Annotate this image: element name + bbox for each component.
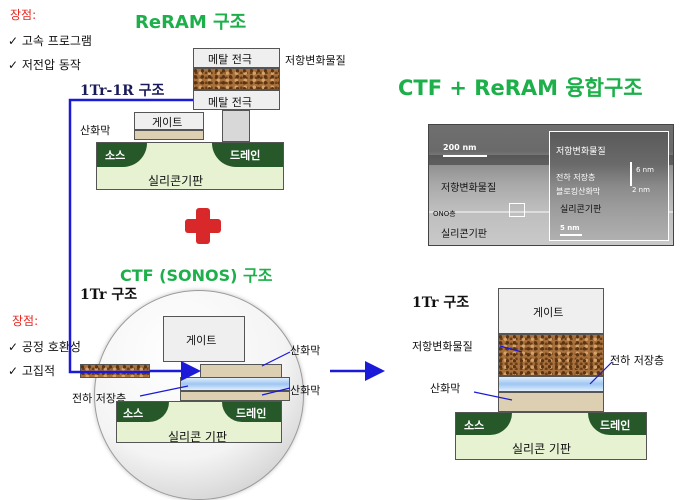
tem-label-resistive: 저항변화물질 [441,183,497,194]
advantages-title-bottom: 장점: [12,314,39,328]
tem-label-substrate: 실리콘기판 [441,229,487,240]
check-icon: ✓ [8,340,19,354]
check-icon: ✓ [8,58,19,72]
advantages-title-top: 장점: [10,8,37,22]
ctf-advantage-item-2: ✓ 고집적 [8,364,56,378]
ctf-advantage-item-1: ✓ 공정 호환성 [8,340,81,354]
advantage-item-2: ✓ 저전압 동작 [8,58,81,72]
fusion-oxide-label: 산화막 [430,382,461,395]
tem-label-ono: ONO층 [433,210,456,218]
fusion-source: 소스 [456,413,512,435]
fusion-title: CTF + ReRAM 융합구조 [398,76,643,100]
check-icon: ✓ [8,34,19,48]
ctf-structure-label: 1Tr 구조 [80,287,138,303]
tem-inset-resistive: 저항변화물질 [556,147,606,157]
fusion-oxide [498,392,604,412]
connector-path [68,98,193,374]
reram-substrate-label: 실리콘기판 [148,174,204,188]
fusion-gate-label: 게이트 [533,306,564,319]
tem-inset-charge: 전하 저장층 [556,173,596,182]
tem-inset-oxide: 블로킹산화막 [556,187,601,196]
tem-image: 200 nm 저항변화물질 ONO층 실리콘기판 저항변화물질 전하 저장층 블… [428,124,674,246]
reram-gate [134,112,204,130]
tem-inset-2nm: 2 nm [632,186,650,194]
fusion-structure-label: 1Tr 구조 [412,295,470,311]
ctf-charge-layer-label: 전하 저장층 [72,392,127,405]
reram-oxide-label: 산화막 [80,124,111,137]
ctf-gate-label: 게이트 [186,334,217,347]
ctf-oxide-top-label: 산화막 [290,344,321,357]
fusion-resistive-label: 저항변화물질 [412,340,473,353]
ctf-gate [163,316,245,362]
fusion-charge-layer [498,376,604,392]
reram-drain: 드레인 [212,143,283,167]
fusion-gate [498,288,604,334]
ctf-drain: 드레인 [222,402,281,422]
bottom-electrode [193,90,280,110]
ctf-charge-layer [180,377,290,391]
reram-source: 소스 [97,143,147,167]
fusion-resistive-layer [498,334,604,376]
fusion-substrate-label: 실리콘 기판 [512,442,572,456]
fusion-charge-label: 전하 저장층 [610,354,665,367]
plus-icon [185,208,221,244]
ctf-oxide-bottom [180,391,290,401]
reram-oxide [134,130,204,140]
tem-inset-substrate: 실리콘기판 [560,205,602,215]
ctf-source: 소스 [117,402,169,422]
tem-scale-large: 200 nm [443,143,477,152]
tem-inset: 저항변화물질 전하 저장층 블로킹산화막 실리콘기판 6 nm 2 nm 5 n… [549,131,669,241]
reram-title: ReRAM 구조 [135,12,247,33]
ctf-oxide-bottom-label: 산화막 [290,384,321,397]
ctf-substrate-label: 실리콘 기판 [168,430,228,444]
reram-gate-label: 게이트 [152,116,183,129]
resistive-layer-label: 저항변화물질 [285,54,346,67]
ctf-title: CTF (SONOS) 구조 [120,266,273,285]
fusion-drain: 드레인 [588,413,646,435]
top-electrode-label: 메탈 전극 [208,53,252,66]
tem-scale-small: 5 nm [560,224,580,232]
bottom-electrode-label: 메탈 전극 [208,96,252,109]
resistive-layer [193,68,280,90]
top-electrode [193,48,280,68]
check-icon: ✓ [8,364,19,378]
tem-inset-6nm: 6 nm [636,166,654,174]
advantage-item-1: ✓ 고속 프로그램 [8,34,92,48]
reram-structure-label: 1Tr-1R 구조 [80,83,165,99]
contact-pillar [222,110,250,142]
